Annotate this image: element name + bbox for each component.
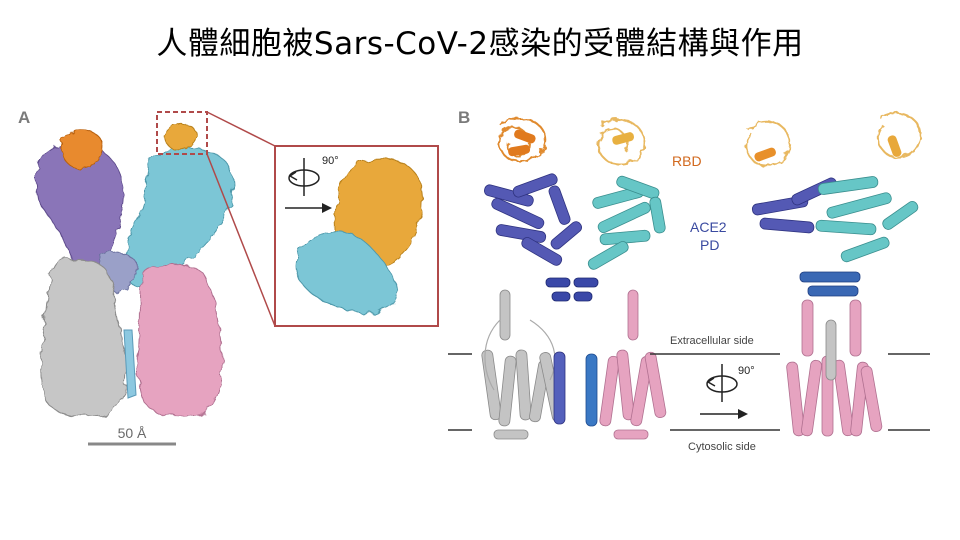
orange-rbd-density-left bbox=[61, 130, 103, 170]
rbd-label: RBD bbox=[672, 153, 702, 169]
panel-b-label: B bbox=[458, 108, 471, 127]
inset-rotation-label: 90° bbox=[322, 155, 339, 167]
orange-rbd-density-right bbox=[164, 123, 197, 151]
zoom-connector-bottom bbox=[206, 153, 276, 327]
membrane-lines bbox=[448, 353, 930, 431]
zoom-inset: 90° bbox=[274, 145, 439, 327]
rotation-label-b: 90° bbox=[738, 365, 755, 377]
cytosolic-label: Cytosolic side bbox=[688, 441, 756, 453]
b0at1-gray-left bbox=[481, 289, 564, 440]
ace2-label-line2: PD bbox=[700, 237, 719, 253]
panel-a-label: A bbox=[18, 108, 31, 127]
b0at1-gray-rotated bbox=[825, 319, 837, 381]
zoom-connector-top bbox=[206, 111, 276, 147]
rbd-ribbon-right bbox=[597, 118, 646, 166]
ace2-label-line1: ACE2 bbox=[690, 219, 727, 235]
rbd-ribbon-rotated-left bbox=[745, 120, 792, 167]
ribbon-model-right bbox=[745, 112, 922, 437]
ace2-helices-right bbox=[587, 175, 666, 270]
tm-helix-density bbox=[123, 329, 137, 399]
zoom-selection-box bbox=[156, 111, 208, 155]
ace2-tm-helix-right bbox=[585, 353, 598, 427]
neck-domain-left bbox=[545, 277, 599, 302]
ace2-helices-rotated-cyan bbox=[815, 176, 919, 263]
ace2-helices-left bbox=[484, 173, 583, 266]
scale-bar-label: 50 Å bbox=[118, 425, 147, 441]
pink-b0at1-density bbox=[137, 264, 223, 418]
ribbon-model-left bbox=[481, 116, 667, 440]
extracellular-label: Extracellular side bbox=[670, 335, 754, 347]
slide-title: 人體細胞被Sars-CoV-2感染的受體結構與作用 bbox=[156, 26, 804, 62]
inset-ace2-density bbox=[294, 231, 399, 313]
ace2-tm-helix-left bbox=[553, 351, 566, 425]
cryo-em-map: 50 Å bbox=[35, 123, 234, 446]
b0at1-pink-left bbox=[599, 289, 667, 440]
gray-b0at1-density bbox=[40, 257, 127, 418]
rbd-ribbon-rotated-right bbox=[877, 112, 922, 159]
neck-domain-rotated bbox=[799, 271, 861, 297]
